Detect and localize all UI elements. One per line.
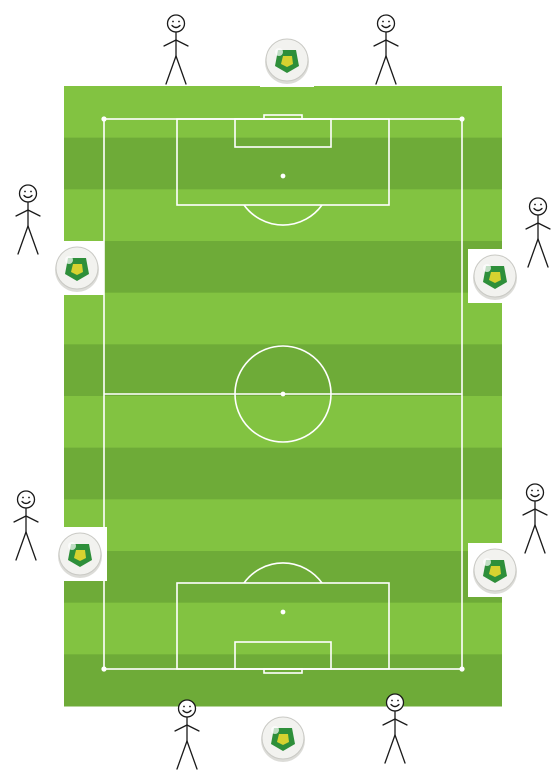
right-arm [176,40,188,46]
left-leg [18,226,28,254]
pitch-stripe [64,86,502,138]
head [168,15,185,32]
ball-highlight [483,264,491,272]
right-arm [187,725,199,731]
right-leg [28,226,38,254]
pitch-stripe [64,654,502,706]
right-leg [535,525,545,553]
right-leg [26,532,36,560]
head [527,484,544,501]
ball-highlight [271,726,279,734]
right-leg [176,56,186,84]
stick-figure-icon [14,491,38,560]
pitch-stripe [64,551,502,603]
corner-mark [460,117,464,121]
soccer-ball-icon [53,527,107,581]
ball-highlight [65,256,73,264]
eye [537,490,539,492]
eye [172,21,174,23]
right-arm [28,210,40,216]
eye [397,700,399,702]
right-leg [538,239,548,267]
soccer-ball-icon [50,241,104,295]
corner-mark [102,117,106,121]
top-penalty-spot [281,174,284,177]
eye [382,21,384,23]
eye [189,706,191,708]
eye [22,497,24,499]
stick-figure-icon [523,484,547,553]
left-arm [14,516,26,522]
pitch-stripe [64,241,502,293]
eye [178,21,180,23]
stick-figure-icon [526,198,550,267]
left-arm [374,40,386,46]
eye [28,497,30,499]
soccer-ball-icon [468,249,522,303]
left-leg [376,56,386,84]
right-arm [538,223,550,229]
left-leg [166,56,176,84]
right-arm [395,719,407,725]
bottom-penalty-spot [281,610,284,613]
stick-figure-icon [164,15,188,84]
ball-highlight [275,48,283,56]
corner-mark [460,667,464,671]
soccer-ball-icon [468,543,522,597]
left-leg [528,239,538,267]
eye [24,191,26,193]
left-leg [16,532,26,560]
pitch-stripe [64,138,502,190]
pitch-stripe [64,344,502,396]
right-leg [187,741,197,769]
right-arm [535,509,547,515]
eye [531,490,533,492]
pitch-stripe [64,293,502,345]
head [20,185,37,202]
stick-figure-icon [16,185,40,254]
right-arm [26,516,38,522]
eye [391,700,393,702]
pitch-stripe [64,189,502,241]
ball-highlight [68,542,76,550]
pitch-stripe [64,396,502,448]
eye [30,191,32,193]
head [179,700,196,717]
eye [183,706,185,708]
left-arm [16,210,28,216]
center-spot [281,392,284,395]
right-leg [386,56,396,84]
eye [388,21,390,23]
eye [540,204,542,206]
left-arm [526,223,538,229]
right-leg [395,735,405,763]
left-leg [385,735,395,763]
right-arm [386,40,398,46]
soccer-ball-icon [256,711,310,765]
pitch-stripe [64,499,502,551]
left-arm [175,725,187,731]
ball-highlight [483,558,491,566]
head [18,491,35,508]
pitch-stripe [64,448,502,500]
stick-figure-icon [374,15,398,84]
head [530,198,547,215]
soccer-ball-icon [260,33,314,87]
left-leg [177,741,187,769]
left-arm [523,509,535,515]
left-arm [164,40,176,46]
stick-figure-icon [383,694,407,763]
corner-mark [102,667,106,671]
head [387,694,404,711]
eye [534,204,536,206]
head [378,15,395,32]
left-arm [383,719,395,725]
left-leg [525,525,535,553]
stick-figure-icon [175,700,199,769]
